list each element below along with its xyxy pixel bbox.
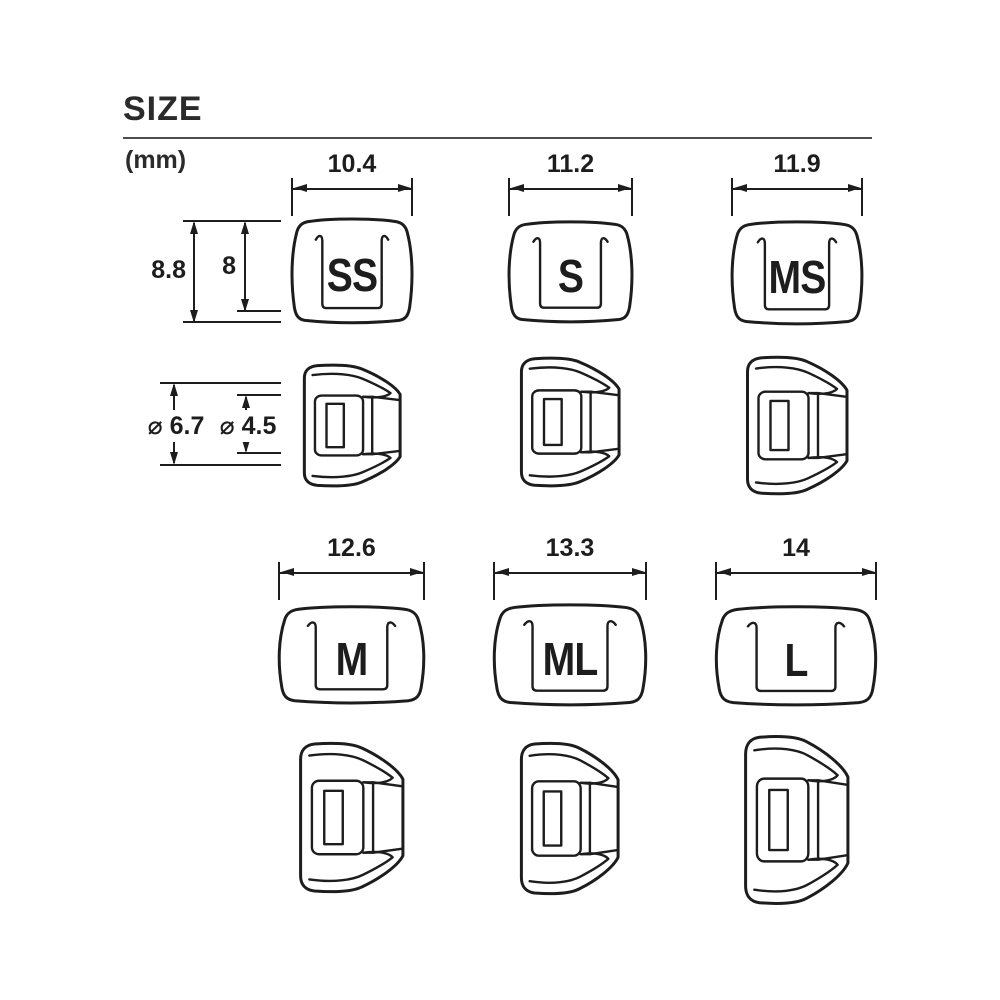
dim-width-m-value: 12.6: [327, 534, 376, 562]
dim-diameter-outer-value: ⌀ 6.7: [142, 410, 210, 442]
eartip-side-ss: [301, 364, 403, 487]
eartip-front-s: S: [508, 219, 633, 324]
eartip-side-s: [518, 357, 622, 487]
dim-width-ss: 10.4: [291, 150, 413, 216]
dim-width-s-value: 11.2: [546, 150, 595, 178]
page-title: SIZE: [123, 90, 203, 128]
dim-width-m: 12.6: [278, 534, 425, 600]
dim-width-l: 14: [715, 534, 877, 600]
eartip-front-l: L: [715, 604, 877, 707]
eartip-side-l: [742, 735, 851, 905]
eartip-side-ms: [744, 356, 850, 495]
eartip-front-ml: ML: [493, 602, 647, 707]
eartip-front-m: M: [278, 604, 425, 705]
size-label-ss: SS: [326, 248, 378, 301]
dim-height-inner-value: 8: [222, 252, 236, 280]
dim-width-ms-value: 11.9: [773, 150, 821, 178]
dim-width-ms: 11.9: [731, 150, 863, 216]
extension-line-inner-bottom: [237, 310, 281, 313]
dim-width-ss-value: 10.4: [327, 150, 377, 178]
dim-width-ml-value: 13.3: [545, 534, 595, 562]
size-label-l: L: [784, 633, 808, 686]
dim-height-outer-value: 8.8: [151, 256, 186, 284]
size-label-m: M: [335, 632, 369, 685]
dim-height-outer: [190, 221, 199, 323]
extension-line-diam-inner-bottom: [237, 452, 281, 455]
eartip-side-m: [297, 742, 406, 893]
dim-width-l-value: 14: [782, 534, 810, 562]
eartip-front-ms: MS: [731, 219, 863, 326]
eartip-side-ml: [518, 742, 621, 895]
size-label-ms: MS: [768, 250, 827, 303]
dim-diameter-inner-value: ⌀ 4.5: [214, 410, 282, 442]
extension-line-diam-outer-bottom: [160, 464, 281, 467]
title-rule: [123, 137, 872, 140]
dim-width-s: 11.2: [508, 150, 633, 216]
eartip-front-ss: SS: [291, 216, 413, 325]
size-label-s: S: [557, 249, 584, 302]
extension-line-outer-bottom: [183, 321, 281, 324]
dim-height-inner: [241, 221, 250, 312]
extension-line-diam-outer-top: [160, 382, 281, 385]
extension-line-diam-inner-top: [237, 394, 281, 397]
dim-width-ml: 13.3: [493, 534, 647, 600]
extension-line-top: [183, 220, 281, 223]
size-label-ml: ML: [542, 632, 599, 685]
unit-label: (mm): [125, 146, 187, 174]
